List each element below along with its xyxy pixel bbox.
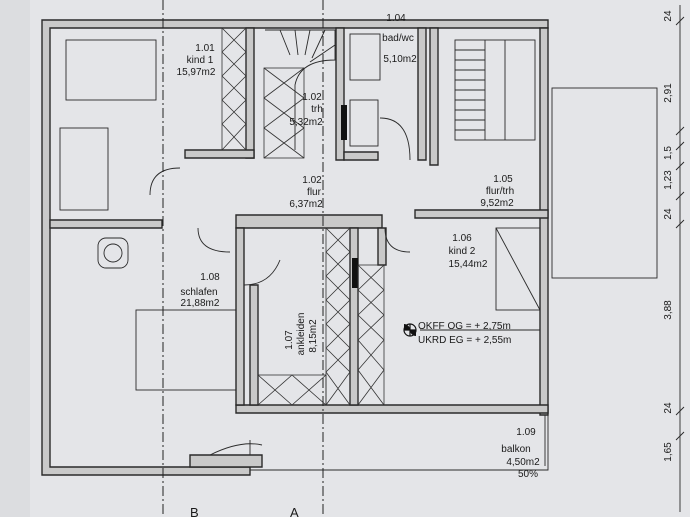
level-okff: OKFF OG = + 2,75m (418, 321, 511, 332)
svg-text:21,88m2: 21,88m2 (181, 298, 220, 309)
room-label-104: 1.04 bad/wc 5,10m2 (382, 13, 417, 65)
room-label-101: 1.01 kind 1 15,97m2 (177, 43, 216, 78)
dim-label: 1,23 (663, 170, 674, 190)
room-label-108: 1.08 schlafen 21,88m2 (180, 272, 220, 309)
wall-bad-bottom (343, 151, 379, 161)
svg-text:flur: flur (307, 187, 322, 198)
svg-text:1.05: 1.05 (493, 174, 513, 185)
straight-staircase (454, 39, 536, 141)
wall-schlafen-right (235, 227, 245, 406)
room-label-102-flur: 1.02 flur 6,37m2 (289, 175, 323, 210)
svg-text:5,10m2: 5,10m2 (383, 54, 417, 65)
wall-mid-h-left (49, 219, 163, 229)
door-arc (379, 117, 411, 161)
svg-text:4,50m2: 4,50m2 (506, 457, 540, 468)
svg-text:15,44m2: 15,44m2 (449, 259, 488, 270)
annex-outline (551, 87, 658, 279)
door-arc (197, 227, 231, 253)
svg-text:kind 1: kind 1 (187, 55, 214, 66)
wall-stair-right (335, 27, 345, 161)
bed-kind1 (65, 39, 157, 101)
outer-wall-right (539, 27, 549, 416)
shower (349, 99, 379, 147)
svg-text:1.06: 1.06 (452, 233, 472, 244)
wall-schlafen-bottom (189, 454, 263, 468)
room-label-106: 1.06 kind 2 15,44m2 (449, 233, 488, 270)
svg-text:15,97m2: 15,97m2 (177, 67, 216, 78)
dim-label: 24 (663, 208, 674, 220)
room-label-105: 1.05 flur/trh 9,52m2 (480, 174, 514, 209)
wall-kind1-right (245, 27, 255, 159)
desk-kind1 (59, 127, 109, 211)
svg-text:1.08: 1.08 (200, 272, 220, 283)
svg-text:9,52m2: 9,52m2 (480, 198, 514, 209)
wall-kind1-bottom (184, 149, 255, 159)
dim-label: 24 (663, 402, 674, 414)
svg-text:ankleiden: ankleiden (296, 313, 307, 356)
wall-mid-h-center (235, 214, 383, 229)
room-label-109: 1.09 balkon 4,50m2 50% (501, 427, 540, 480)
storage-stair (263, 67, 305, 159)
door-arc (243, 259, 281, 286)
svg-text:bad/wc: bad/wc (382, 33, 414, 44)
bathtub (349, 33, 381, 81)
door-arc (384, 227, 411, 253)
svg-text:kind 2: kind 2 (449, 246, 476, 257)
svg-text:5,32m2: 5,32m2 (289, 117, 323, 128)
wall-flurtrh-left (429, 27, 439, 166)
armchair (97, 237, 129, 269)
wall-anklei-right (349, 227, 359, 406)
wall-bad-right (417, 27, 427, 161)
door-arc (209, 443, 263, 456)
room-label-107: 1.07 ankleiden 8,15m2 (284, 313, 319, 356)
wall-mid-h-right (414, 209, 549, 219)
level-ukrd: UKRD EG = + 2,55m (418, 335, 511, 346)
section-label-right: A (290, 505, 299, 517)
svg-text:1.09: 1.09 (516, 427, 536, 438)
wall-kind2-left (377, 227, 387, 266)
spiral-staircase (265, 29, 336, 150)
room-label-102-trh: 1.02 trh 5,32m2 (289, 92, 323, 128)
wardrobe-ankleiden (257, 227, 385, 406)
dim-label: 2,91 (663, 83, 674, 103)
dim-label: 3,88 (663, 300, 674, 320)
section-label-left: B (190, 505, 199, 517)
svg-text:trh: trh (311, 104, 323, 115)
door-arc (149, 167, 181, 196)
svg-text:schlafen: schlafen (180, 287, 217, 298)
svg-text:50%: 50% (518, 469, 538, 480)
shaft-pillar (341, 105, 347, 140)
svg-text:8,15m2: 8,15m2 (308, 319, 319, 353)
svg-text:1.02: 1.02 (302, 175, 322, 186)
svg-text:1.01: 1.01 (195, 43, 215, 54)
level-marker (403, 323, 417, 337)
svg-text:1.02: 1.02 (302, 92, 322, 103)
bed-schlafen (135, 309, 237, 391)
outer-wall-bottom (235, 404, 549, 414)
wardrobe-kind1 (221, 27, 247, 151)
svg-text:6,37m2: 6,37m2 (289, 199, 323, 210)
svg-text:balkon: balkon (501, 444, 530, 455)
dim-label: 24 (663, 10, 674, 22)
dim-label: 1,65 (663, 442, 674, 462)
svg-text:1.04: 1.04 (386, 13, 406, 24)
paper-light (30, 0, 690, 517)
chimney-pillar (352, 258, 358, 288)
dim-label: 1,5 (663, 146, 674, 160)
wall-anklei-left (249, 284, 259, 406)
outer-wall (41, 19, 549, 476)
svg-text:flur/trh: flur/trh (486, 186, 514, 197)
bed-kind2 (495, 227, 541, 311)
svg-text:1.07: 1.07 (284, 330, 295, 350)
dimension-chain (675, 5, 685, 512)
